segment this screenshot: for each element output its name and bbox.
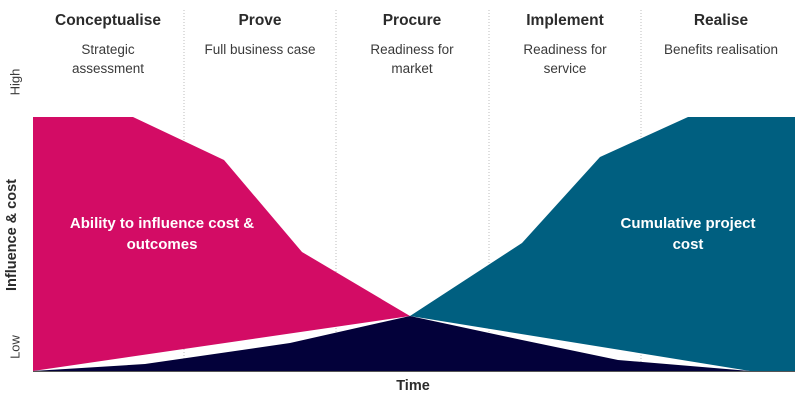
- cost-area: [410, 117, 795, 371]
- influence-area: [33, 117, 410, 371]
- y-low-label: Low: [7, 335, 23, 359]
- phase-subtitle: Strategic assessment: [71, 42, 145, 76]
- y-high-label: High: [7, 68, 23, 96]
- influence-area-label: Ability to influence cost & outcomes: [69, 215, 255, 253]
- phase-title: Conceptualise: [55, 12, 161, 29]
- phase-title: Procure: [382, 12, 442, 29]
- phase-realise: Realise Benefits realisation: [641, 10, 800, 59]
- x-axis-label: Time: [396, 378, 430, 394]
- phase-implement: Implement Readiness for service: [489, 10, 641, 78]
- cost-area-label: Cumulative project cost: [620, 215, 756, 253]
- phase-subtitle: Full business case: [204, 42, 316, 57]
- phase-subtitle: Readiness for market: [370, 42, 454, 76]
- phase-subtitle: Benefits realisation: [663, 42, 779, 57]
- y-axis-label: Influence & cost: [4, 179, 20, 291]
- phase-subtitle: Readiness for service: [523, 42, 607, 76]
- overlap-area: [33, 316, 750, 371]
- phase-title: Realise: [693, 12, 749, 29]
- phase-procure: Procure Readiness for market: [336, 10, 488, 78]
- phase-title: Implement: [526, 12, 604, 29]
- phase-title: Prove: [238, 12, 282, 29]
- phase-conceptualise: Conceptualise Strategic assessment: [32, 10, 184, 78]
- phase-prove: Prove Full business case: [184, 10, 336, 59]
